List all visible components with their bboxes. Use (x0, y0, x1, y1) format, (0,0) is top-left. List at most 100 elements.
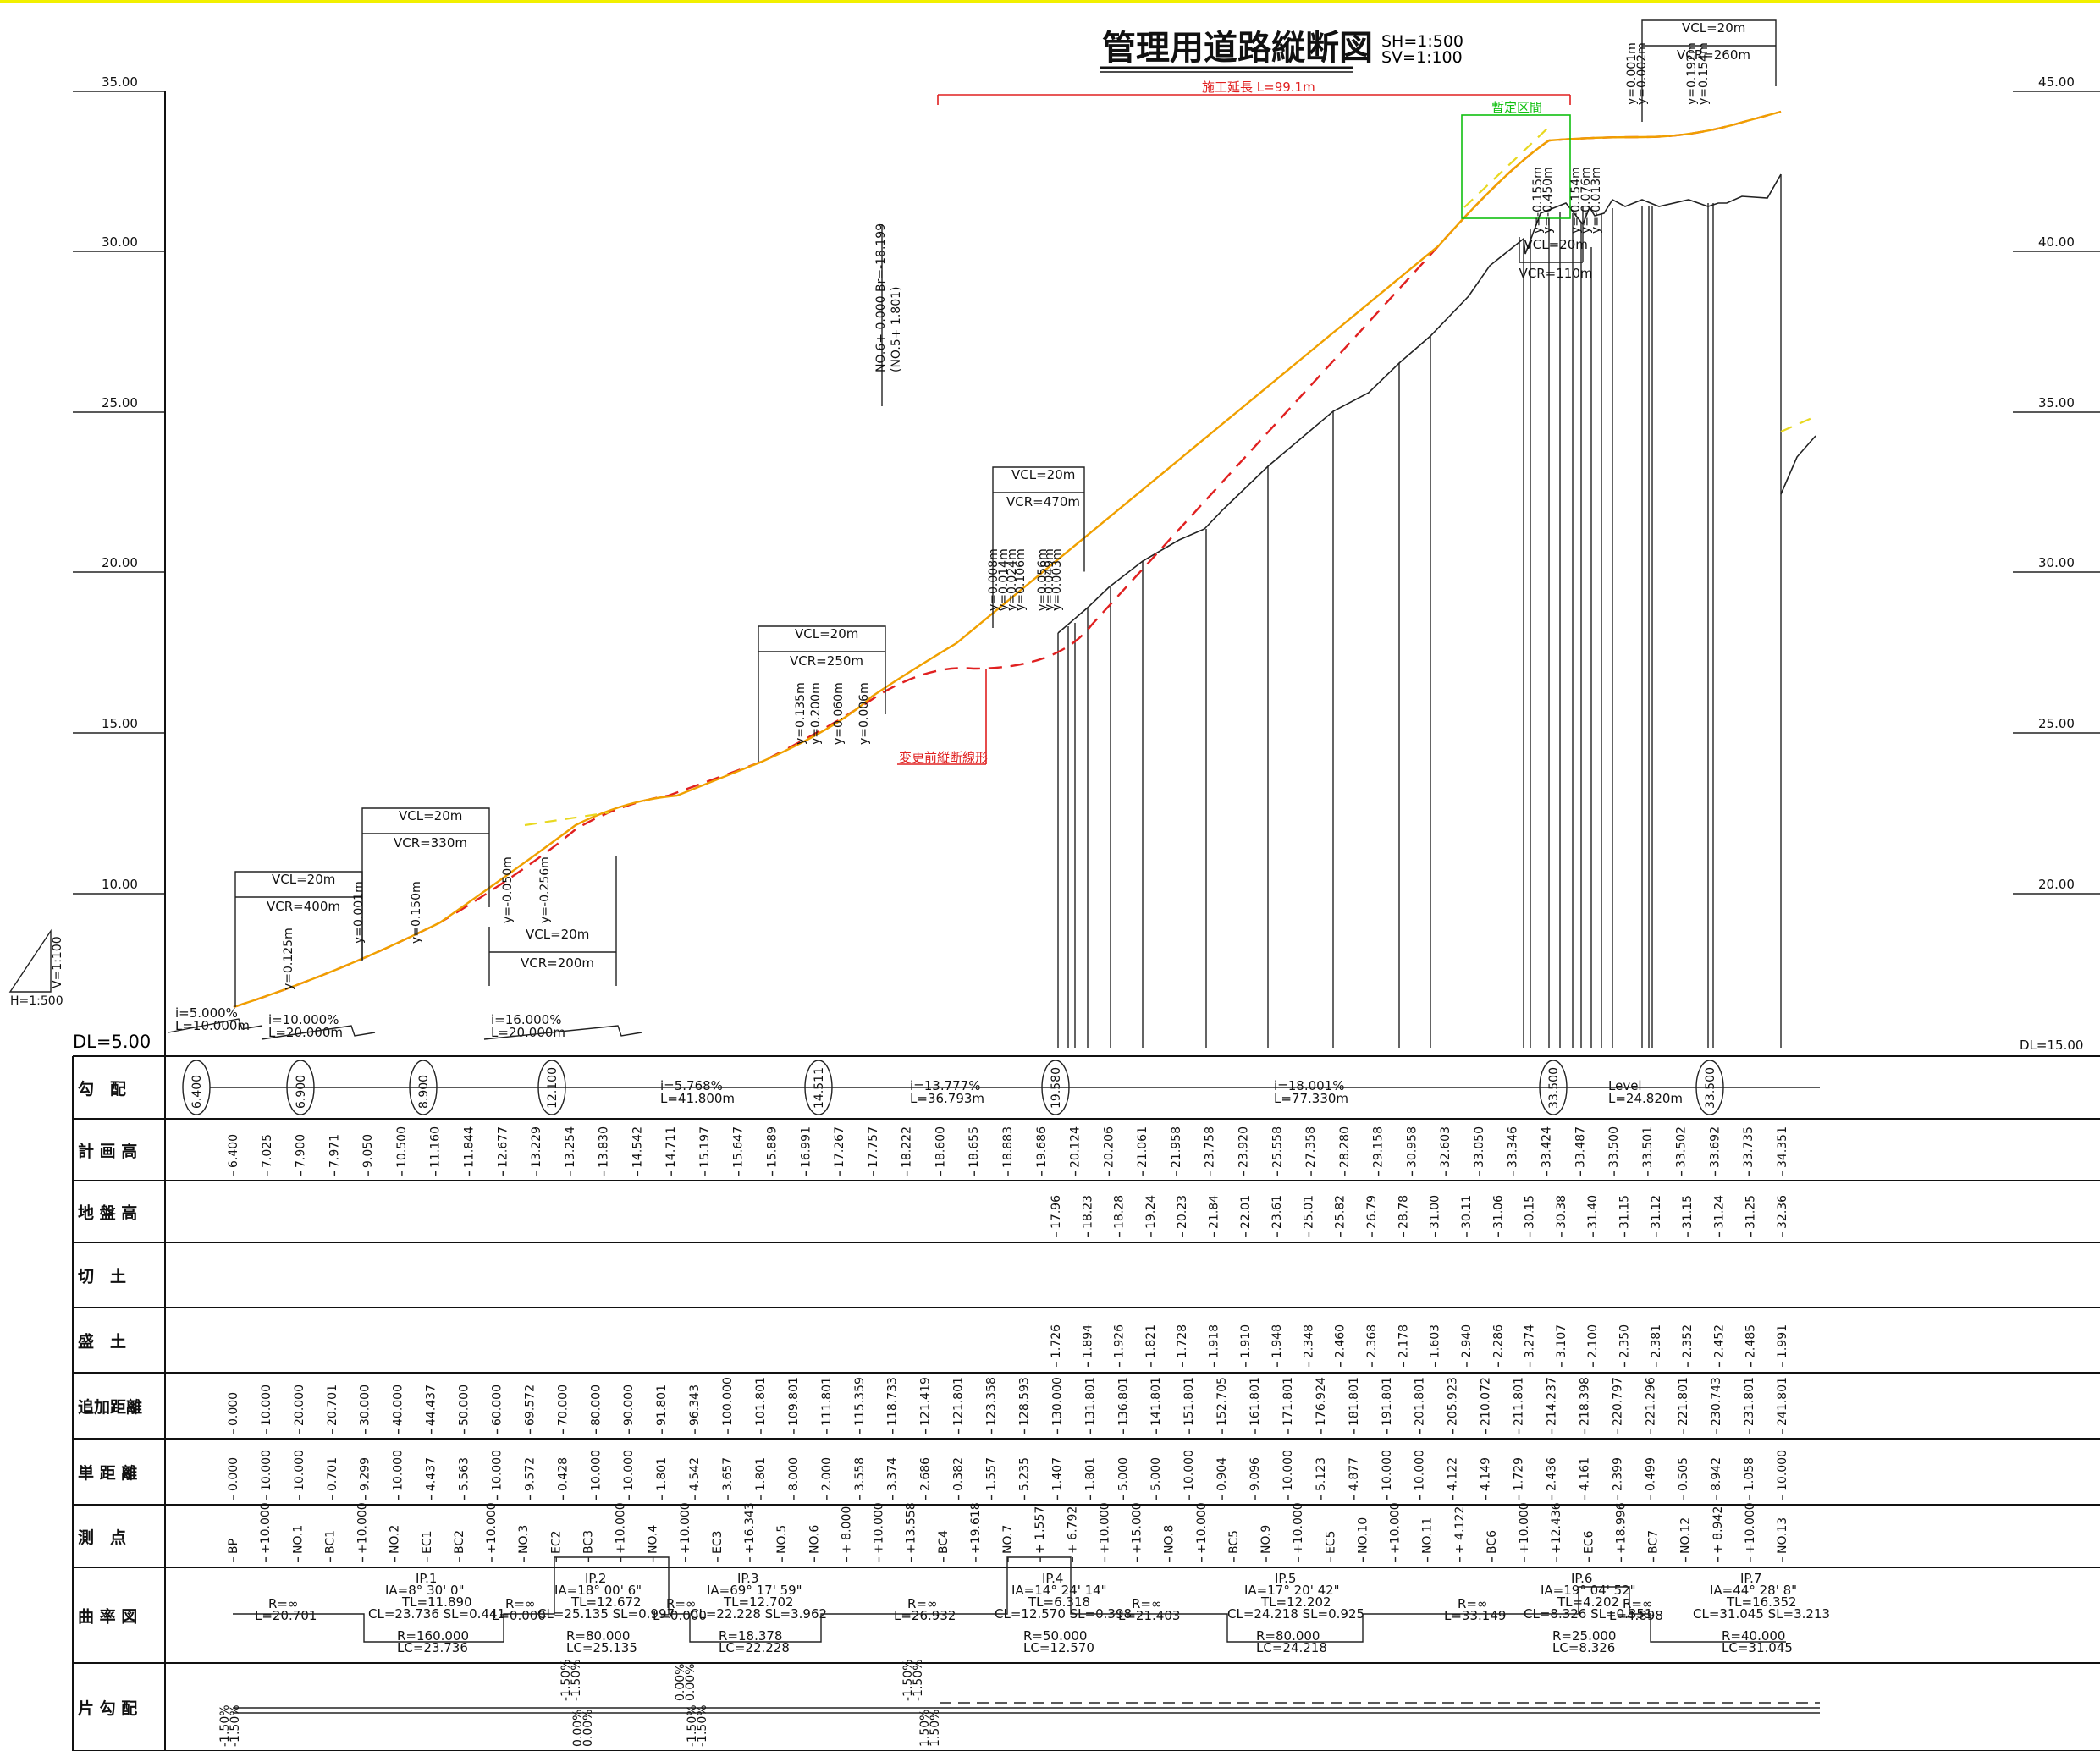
curve-tl: TL=12.202 (1260, 1594, 1331, 1610)
curve-r: R=40.000 (1722, 1628, 1785, 1644)
single-distance-value: 10.000 (1414, 1450, 1427, 1491)
cumulative-distance-value: 109.801 (787, 1377, 801, 1426)
vertical-curve-offset: y=0.006m (857, 682, 871, 745)
provisional-section-marker: 暫定区間 (1461, 100, 1571, 219)
vertical-curve-offset: y=-0.154m (1569, 167, 1583, 234)
curve-entry-9: R=∞L=21.403 (1118, 1596, 1180, 1623)
station-value: NO.12 (1679, 1517, 1693, 1554)
station-value: +18.996 (1614, 1502, 1628, 1554)
single-distance-value: 2.686 (919, 1457, 933, 1491)
plan-height-value: 33.501 (1641, 1126, 1655, 1168)
fill-height-value: 1.728 (1176, 1324, 1189, 1358)
datum-level-left: DL=5.00 (73, 1032, 151, 1052)
single-distance-value: 1.801 (1083, 1457, 1097, 1491)
station-value: +12.436 (1550, 1502, 1563, 1554)
single-distance-value: 10.000 (1776, 1450, 1789, 1491)
plan-height-value: 18.883 (1001, 1126, 1015, 1168)
superelevation-value: -1.50% (901, 1659, 915, 1701)
ground-profile-line (1057, 173, 1782, 634)
station-value: +10.000 (1292, 1502, 1305, 1554)
fill-height-value: 2.368 (1365, 1324, 1379, 1358)
station-value: NO.5 (775, 1525, 789, 1554)
station-value: +10.000 (679, 1502, 692, 1554)
plan-height-value: 7.900 (295, 1134, 308, 1168)
curve-entry-11: R=∞L=33.149 (1444, 1596, 1506, 1623)
curve-ip: IP.1 (416, 1571, 437, 1586)
vertical-curve-frame (1641, 19, 1777, 122)
cumulative-distance-value: 191.801 (1381, 1377, 1394, 1426)
single-distance-value: 10.000 (490, 1450, 504, 1491)
ground-height-value: 20.23 (1176, 1195, 1189, 1229)
single-distance-value: 1.729 (1513, 1457, 1526, 1491)
single-distance-value: 9.096 (1248, 1457, 1262, 1491)
elevation-label-left: 20.00 (102, 555, 138, 570)
row-label: 単 距 離 (78, 1463, 137, 1483)
curve-lc: LC=22.228 (719, 1640, 790, 1655)
vertical-curve-offset: y=0.008m (987, 548, 1000, 611)
station-value: EC3 (711, 1530, 725, 1554)
fill-height-value: 2.350 (1618, 1324, 1631, 1358)
ground-height-value: 30.38 (1555, 1195, 1568, 1229)
vertical-curve-frame (361, 807, 490, 961)
vertical-curve-offset: y=0.001m (1625, 42, 1639, 105)
single-distance-value: 10.000 (260, 1450, 273, 1491)
grade-point-value: 6.400 (190, 1075, 204, 1109)
scale-horizontal: SH=1:500 (1381, 32, 1463, 51)
station-value: EC1 (421, 1530, 434, 1554)
single-distance-value: 1.557 (985, 1457, 999, 1491)
curve-lc: LC=24.218 (1256, 1640, 1327, 1655)
plan-height-value: 18.222 (901, 1126, 914, 1168)
single-distance-value: 10.000 (1281, 1450, 1295, 1491)
grade-length: L=10.000m (175, 1018, 250, 1033)
superelevation-value: 1.50% (918, 1710, 932, 1747)
station-value: +10.000 (485, 1502, 499, 1554)
fill-height-value: 1.726 (1050, 1324, 1063, 1358)
cumulative-distance-value: 96.343 (688, 1385, 702, 1426)
grade-line (261, 1025, 376, 1040)
plan-height-value: 33.502 (1675, 1126, 1689, 1168)
station-value: + 8.000 (840, 1506, 853, 1554)
grade-value: i=5.768% (660, 1078, 723, 1093)
plan-height-value: 9.050 (361, 1134, 375, 1168)
single-distance-value: 0.428 (556, 1457, 570, 1491)
grade-segment-6: i=18.001%L=77.330m (1274, 1078, 1348, 1106)
vertical-curve-offset: y=-0.256m (538, 856, 552, 923)
cumulative-distance-value: 231.801 (1743, 1377, 1756, 1426)
station-value: NO.7 (1001, 1525, 1015, 1554)
single-distance-value: 10.000 (293, 1450, 306, 1491)
grade-segment-5: i=13.777%L=36.793m (910, 1078, 984, 1106)
grade-value: i=5.000% (175, 1005, 238, 1021)
single-distance-value: 4.542 (688, 1457, 702, 1491)
ground-height-value: 31.40 (1586, 1195, 1600, 1229)
curve-l: L=21.403 (1118, 1608, 1180, 1623)
cumulative-distance-value: 218.398 (1578, 1377, 1591, 1426)
curve-tl: TL=4.202 (1557, 1594, 1619, 1610)
curve-tl: TL=16.352 (1726, 1594, 1797, 1610)
curve-r: R=∞ (666, 1596, 697, 1611)
provisional-label: 暫定区間 (1491, 100, 1542, 115)
single-distance-value: 9.299 (359, 1457, 372, 1491)
curve-tl: TL=6.318 (1028, 1594, 1090, 1610)
ground-height-value: 25.01 (1302, 1195, 1315, 1229)
old-alignment-label: 変更前縦断線形 (899, 750, 988, 765)
single-distance-value: 5.123 (1315, 1457, 1328, 1491)
single-distance-value: 9.572 (523, 1457, 537, 1491)
ground-height-value: 30.11 (1460, 1195, 1474, 1229)
elevation-label-right: 30.00 (2038, 555, 2075, 570)
single-distance-value: 1.407 (1050, 1457, 1064, 1491)
curve-r: R=80.000 (1256, 1628, 1320, 1644)
ground-height-value: 31.25 (1744, 1195, 1758, 1229)
vertical-curve-frame (1519, 206, 1584, 263)
single-distance-value: 5.235 (1017, 1457, 1031, 1491)
superelevation-value: -1.50% (912, 1659, 925, 1701)
planned-alignment-line (233, 110, 1782, 1009)
station-value: + 6.792 (1066, 1506, 1079, 1554)
row-label: 片 勾 配 (78, 1699, 137, 1718)
plan-height-value: 18.600 (934, 1126, 947, 1168)
